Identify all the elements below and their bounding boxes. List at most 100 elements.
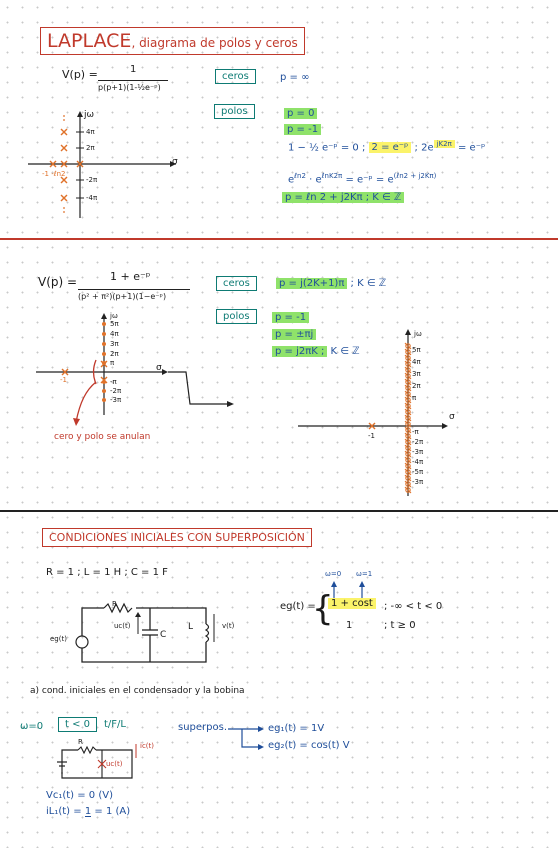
- pole-mark-cross: [404, 462, 412, 470]
- axis-jw-1: jω: [84, 110, 95, 120]
- ceros-label-2: ceros: [216, 276, 257, 291]
- small-tick-2pi: 2π: [110, 350, 119, 358]
- polo1-1: p = 0: [284, 108, 318, 119]
- small-tick-neg3pi: -3π: [110, 396, 122, 404]
- big-tick-negpi: -π: [412, 428, 419, 436]
- small-tick-3pi: 3π: [110, 340, 119, 348]
- small-tick-negpi: -π: [110, 378, 117, 386]
- divider-black: [0, 510, 558, 512]
- pole-zero-plot-2: [36, 313, 168, 426]
- axis-jw-2: jω: [110, 312, 118, 320]
- pole-mark-cross: [404, 450, 412, 458]
- tick-2pi-1: 2π: [86, 144, 95, 152]
- pole-mark: [405, 385, 411, 391]
- pole-mark-cross: [404, 396, 412, 404]
- section1-title: LAPLACE, diagrama de polos y ceros: [40, 27, 305, 55]
- big-tick-3pi: 3π: [412, 370, 421, 378]
- circuit-uc: uc(t): [114, 622, 131, 630]
- pole-mark: [405, 379, 411, 385]
- polo3b-2: K ∈ ℤ: [330, 346, 360, 357]
- ceros-value-2-wrap: p = j(2K+1)π ; K ∈ ℤ: [276, 278, 386, 289]
- ceros-value-2: p = j(2K+1)π: [276, 278, 348, 289]
- big-tick-5pi: 5π: [412, 346, 421, 354]
- pole-mark-cross: [404, 432, 412, 440]
- small-tick-pi: π: [110, 359, 115, 367]
- il-line-c: = 1 (A): [94, 806, 131, 817]
- eg1: eg₁(t) = 1V: [268, 723, 325, 734]
- tick-neg4pi-1: -4π: [86, 194, 98, 202]
- eq1-d: jK2π: [433, 140, 455, 148]
- pole-mark: [405, 397, 411, 403]
- il-line: iL₁(t) = 1 = 1 (A): [46, 806, 130, 817]
- pole-mark: [405, 361, 411, 367]
- polo1-2: p = -1: [272, 312, 310, 323]
- pole-mark-cross: [404, 402, 412, 410]
- circuit-R: R: [112, 600, 117, 608]
- pole-mark: [405, 415, 411, 421]
- polo2-2: p = ±πj: [272, 329, 317, 340]
- item-a: a) cond. iniciales en el condensador y l…: [30, 686, 245, 696]
- pole-mark: [405, 427, 411, 433]
- circuit-v: v(t): [222, 622, 235, 630]
- v-lhs-2: V(p) =: [38, 275, 78, 289]
- pole-mark-cross: [404, 372, 412, 380]
- big-tick-neg3pi: -3π: [412, 448, 424, 456]
- eq2-c: = e⁻ᵖ = e: [345, 174, 394, 186]
- t-cond-rest: t/F/L: [104, 719, 126, 730]
- pole-mark-cross: [404, 420, 412, 428]
- eq1-a: 1 − ½ e⁻ᵖ = 0 ;: [288, 142, 366, 154]
- w-arrows: [331, 581, 365, 598]
- small-tick-4pi: 4π: [110, 330, 119, 338]
- polo3-2-wrap: p = j2πK ; K ∈ ℤ: [272, 346, 360, 357]
- pole-mark: [405, 349, 411, 355]
- pole-mark: [405, 457, 411, 463]
- w1-top: ω=1: [356, 570, 373, 578]
- polos-label-1: polos: [214, 104, 255, 119]
- eg-line1: 1 + cost: [328, 598, 376, 609]
- pole-mark: [405, 373, 411, 379]
- pole-mark-cross: [404, 348, 412, 356]
- axis-sigma-2: σ: [156, 363, 162, 373]
- eg2: eg₂(t) = cos(t) V: [268, 740, 350, 751]
- transition-arrow: [168, 371, 234, 407]
- tick-neg2pi-1: -2π: [86, 176, 98, 184]
- pole-mark-cross: [404, 474, 412, 482]
- small-circuit: [57, 744, 137, 779]
- v-fraction-bar-1: [98, 80, 168, 81]
- pole-mark: [405, 481, 411, 487]
- pole-mark-cross: [404, 468, 412, 476]
- pole-mark: [405, 463, 411, 469]
- eq2-a: e: [288, 174, 295, 186]
- pole-mark: [405, 445, 411, 451]
- axis-sigma-1: σ: [172, 157, 178, 167]
- v-den-2: (p² + π²)(p+1)(1−e⁻ᵖ): [78, 292, 167, 301]
- pole-mark-cross: [404, 408, 412, 416]
- pole-mark-cross: [404, 366, 412, 374]
- small-ic: ic(t): [140, 742, 154, 750]
- eq2: eℓn2 · eℓnK2π = e⁻ᵖ = e(ℓn2 + j2Kπ): [288, 172, 436, 185]
- pole-zero-plot-big: [298, 329, 448, 496]
- polo2-1: p = -1: [284, 124, 322, 135]
- pole-mark-cross: [404, 354, 412, 362]
- divider-red: [0, 238, 558, 240]
- neg-one-2: -1: [60, 376, 67, 384]
- pole-mark-cross: [404, 342, 412, 350]
- pole-mark-cross: [404, 456, 412, 464]
- axis-sigma-big: σ: [449, 412, 455, 422]
- big-tick-2pi: 2π: [412, 382, 421, 390]
- params: R = 1 ; L = 1 H ; C = 1 F: [46, 567, 168, 578]
- big-tick-4pi: 4π: [412, 358, 421, 366]
- eq2-a-sup: ℓn2: [294, 172, 306, 180]
- big-neg-one: -1: [368, 432, 375, 440]
- pole-mark-cross: [404, 384, 412, 392]
- title-rest: , diagrama de polos y ceros: [131, 36, 298, 50]
- eq1-e: = e⁻ᵖ: [457, 142, 486, 154]
- small-tick-5pi: 5π: [110, 320, 119, 328]
- pole-mark-cross: [404, 480, 412, 488]
- small-uc: uc(t): [106, 760, 123, 768]
- big-tick-neg3pi-b: -3π: [412, 478, 424, 486]
- eg-line1-cond: ; -∞ < t < 0: [384, 601, 443, 612]
- rlc-circuit: [75, 602, 215, 663]
- neg-labels-1: -1 -ℓn2: [42, 170, 66, 178]
